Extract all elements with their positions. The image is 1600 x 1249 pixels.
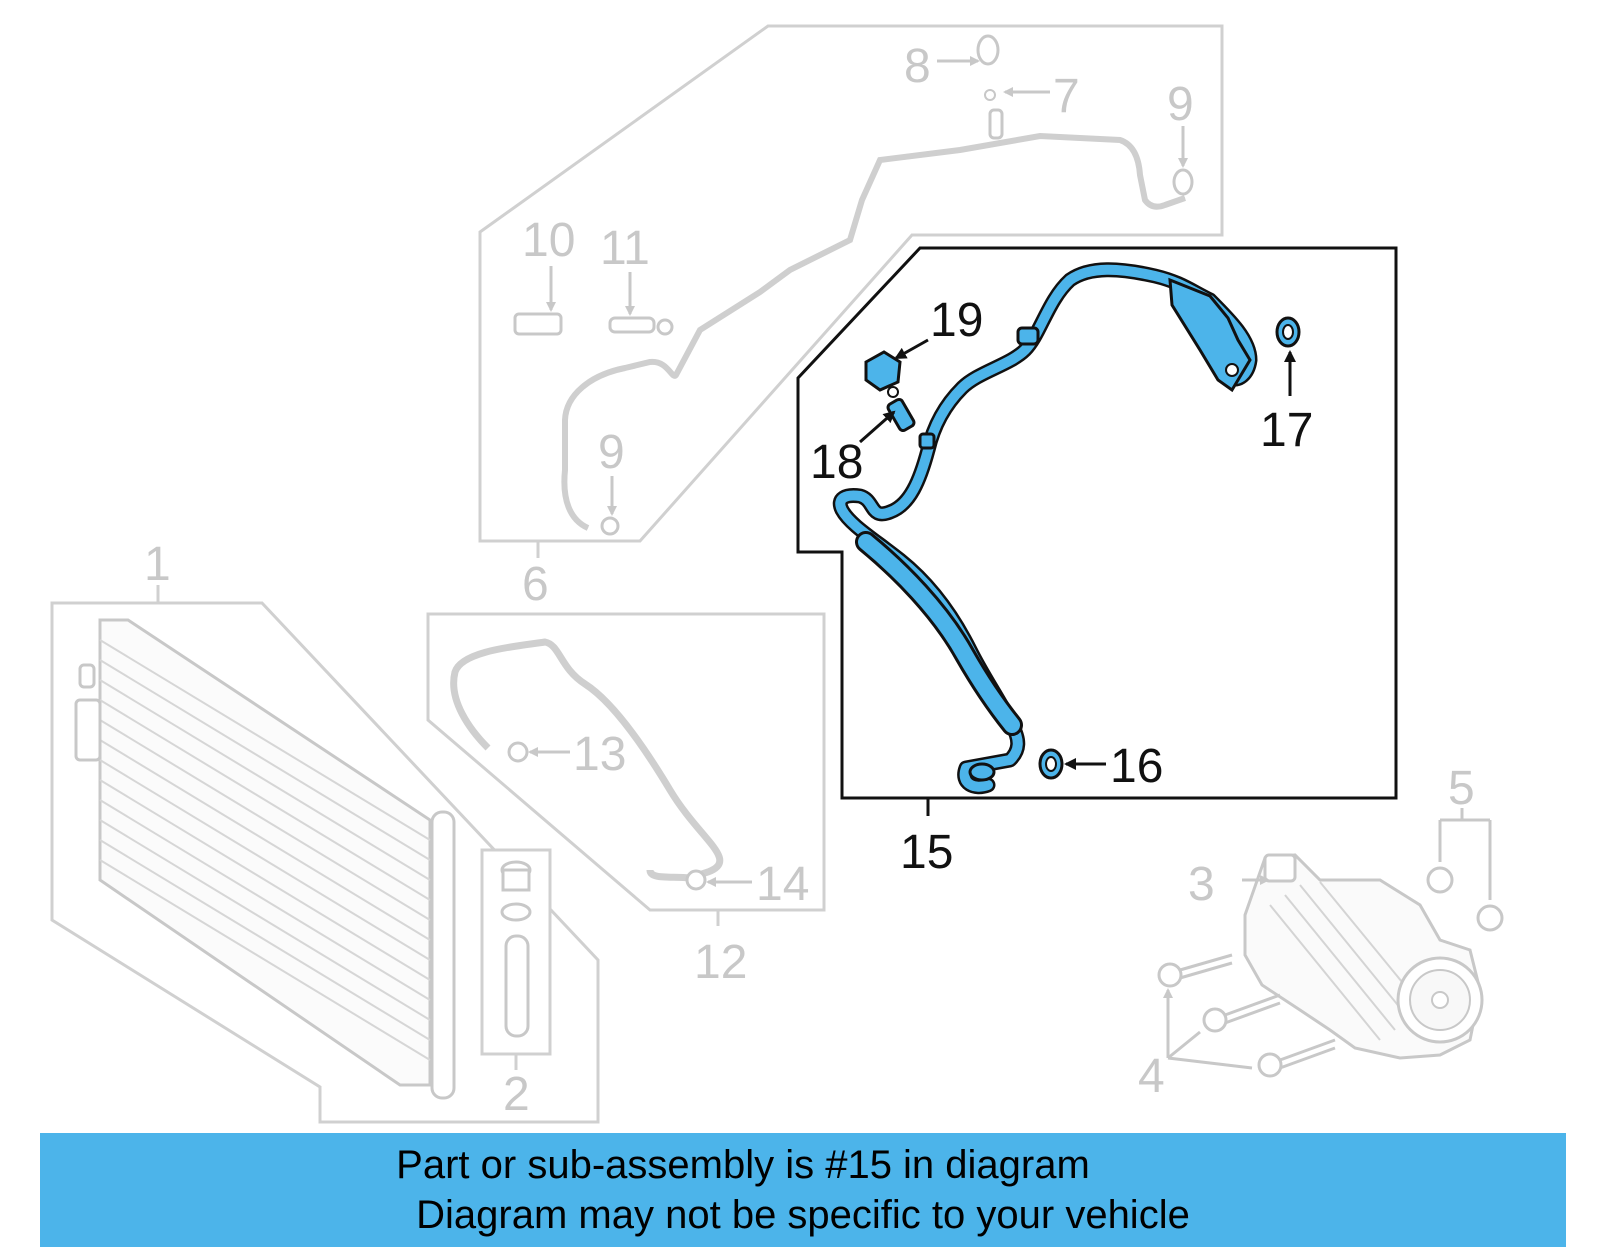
ac-line-lower: [450, 638, 724, 882]
banner-line-disclaimer: Diagram may not be specific to your vehi…: [416, 1193, 1190, 1237]
valve-core-7: [984, 89, 996, 101]
group-15-hose-assembly: 19 18 17 16 15: [796, 246, 1398, 879]
callout-11: 11: [600, 222, 650, 275]
banner-line-part: Part or sub-assembly is #15 in diagram: [396, 1143, 1090, 1187]
callout-9-bottom: 9: [598, 426, 625, 479]
fitting-cap-8: [976, 34, 1000, 66]
group-2-drier-insert: 2: [480, 848, 552, 1121]
callout-12: 12: [694, 936, 747, 989]
callout-6: 6: [522, 558, 549, 611]
o-ring-9-top: [1172, 168, 1194, 196]
desiccant-bag: [504, 934, 530, 1038]
callout-7: 7: [1053, 70, 1080, 123]
callout-4: 4: [1138, 1050, 1165, 1103]
cap-19: [864, 350, 902, 392]
condenser-core: [98, 618, 432, 1087]
hose-15-bracket: [1168, 277, 1252, 393]
group-6-outline: [478, 24, 1224, 543]
callout-15: 15: [900, 826, 953, 879]
cap-5b: [1476, 904, 1504, 932]
group-6-line-assembly: 8 7 9 10 11 9 6: [478, 24, 1224, 611]
sensor-10: [513, 312, 563, 336]
fitting-7: [988, 108, 1004, 140]
callout-10: 10: [522, 214, 575, 267]
callout-14: 14: [756, 858, 809, 911]
callout-9-top: 9: [1167, 78, 1194, 131]
callout-2: 2: [503, 1068, 530, 1121]
receiver-drier-tube: [430, 810, 456, 1100]
o-ring-13: [507, 741, 529, 763]
callout-3: 3: [1188, 858, 1215, 911]
callout-5: 5: [1448, 762, 1475, 815]
callout-17: 17: [1260, 404, 1313, 457]
valve-11: [608, 316, 656, 334]
callout-8: 8: [904, 40, 931, 93]
callout-19: 19: [930, 294, 983, 347]
callout-13: 13: [573, 728, 626, 781]
o-ring-9-bottom: [600, 516, 620, 536]
group-12-outline: [426, 612, 826, 912]
info-banner: Part or sub-assembly is #15 in diagram D…: [40, 1133, 1566, 1247]
callout-1: 1: [144, 538, 171, 591]
group-12-line: 13 14 12: [426, 612, 826, 989]
cap-5a: [1426, 866, 1454, 894]
bolts-4: [1157, 953, 1336, 1078]
group-compressor: 3 5 4: [1138, 762, 1504, 1103]
o-ring-14: [685, 869, 707, 891]
group-15-outline: [796, 246, 1398, 800]
group-1-condenser: 1: [50, 538, 600, 1124]
callout-18: 18: [810, 436, 863, 489]
callout-16: 16: [1110, 740, 1163, 793]
